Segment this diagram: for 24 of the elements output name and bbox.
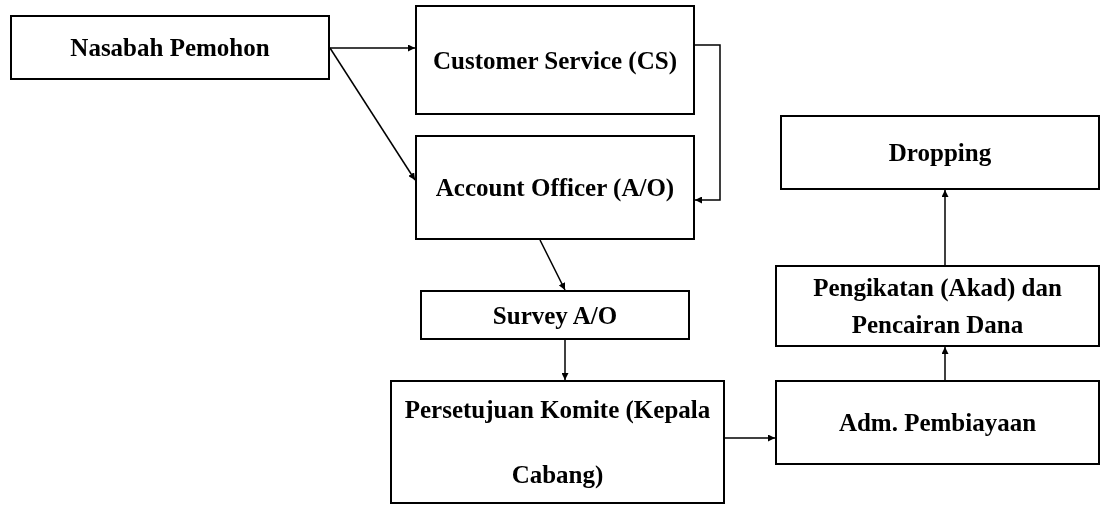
process-box xyxy=(775,380,1100,465)
box-label: Nasabah Pemohon xyxy=(70,33,270,63)
process-box xyxy=(10,15,330,80)
process-box xyxy=(420,290,690,340)
arrow xyxy=(941,346,949,381)
box-label: Account Officer (A/O) xyxy=(435,173,675,204)
arrow xyxy=(329,44,416,52)
box-label: Persetujuan Komite (Kepala Cabang) xyxy=(403,395,712,490)
arrow xyxy=(539,239,566,291)
box-label: Dropping xyxy=(888,138,992,168)
process-box xyxy=(415,135,695,240)
process-box xyxy=(415,5,695,115)
arrow xyxy=(941,189,949,266)
arrow xyxy=(724,434,776,442)
process-box xyxy=(390,380,725,504)
box-label: Customer Service (CS) xyxy=(433,45,677,77)
box-label: Adm. Pembiayaan xyxy=(838,408,1037,438)
arrow xyxy=(329,47,416,181)
arrow xyxy=(561,339,569,381)
arrow xyxy=(694,44,721,204)
box-label: Survey A/O xyxy=(492,300,618,331)
process-box xyxy=(780,115,1100,190)
process-box xyxy=(775,265,1100,347)
box-label: Pengikatan (Akad) dan Pencairan Dana xyxy=(812,272,1063,340)
